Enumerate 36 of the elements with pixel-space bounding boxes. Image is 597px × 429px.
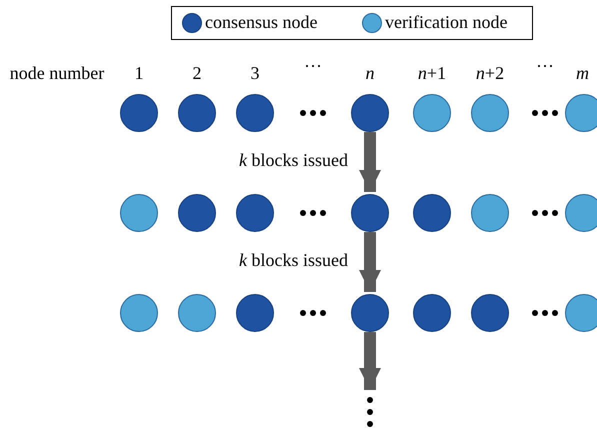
legend-label: verification node: [385, 12, 508, 32]
circle-node: [236, 194, 274, 232]
circle-node: [351, 294, 389, 332]
circle-node: [236, 94, 274, 132]
circle-node: [236, 294, 274, 332]
column-number: m: [576, 63, 589, 83]
column-number: 3: [250, 63, 260, 83]
circle-node: [413, 294, 451, 332]
arrow: [359, 132, 381, 192]
column-number: n: [366, 63, 374, 83]
circle-node: [178, 194, 216, 232]
circle-node: [565, 94, 597, 132]
circle-node: [351, 194, 389, 232]
column-number: 1: [134, 63, 144, 83]
circle-node: [120, 194, 158, 232]
ellipsis-label: ···: [304, 56, 322, 76]
arrow: [359, 232, 381, 292]
circle-node: [565, 194, 597, 232]
circle-node: [413, 194, 451, 232]
column-number: n+2: [476, 63, 504, 83]
circle-node: [120, 294, 158, 332]
circle-node: [120, 94, 158, 132]
circle-node: [351, 94, 389, 132]
legend-label: consensus node: [205, 12, 318, 32]
arrow: [359, 332, 381, 390]
node-number-label: node number: [10, 63, 104, 83]
column-number: 2: [192, 63, 202, 83]
circle-node: [471, 194, 509, 232]
circle-node: [178, 294, 216, 332]
circle-node: [471, 94, 509, 132]
circle-node: [565, 294, 597, 332]
circle-node: [471, 294, 509, 332]
ellipsis-label: ···: [536, 56, 554, 76]
circle-node: [178, 94, 216, 132]
column-number: n+1: [418, 63, 446, 83]
circle-node: [413, 94, 451, 132]
